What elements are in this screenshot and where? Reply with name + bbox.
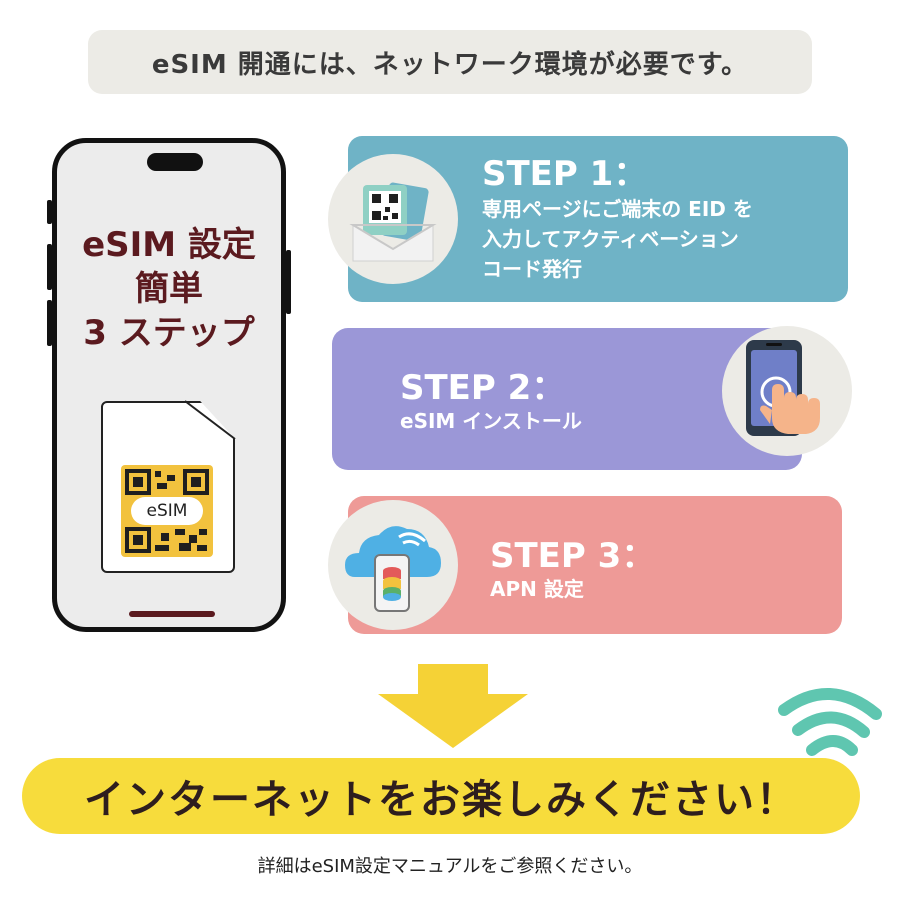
banner-text: eSIM 開通には、ネットワーク環境が必要です。: [151, 49, 749, 80]
footer-note: 詳細はeSIM設定マニュアルをご参照ください。: [257, 856, 643, 877]
phone-side-button: [47, 300, 52, 346]
cloud-phone-icon: [345, 526, 441, 612]
phone-notch: [147, 153, 203, 171]
cta-banner: インターネットをお楽しみください！: [22, 758, 860, 834]
sim-card-corner-icon: [185, 400, 236, 440]
step-2-icon-circle: [722, 326, 852, 456]
step-1-desc-line: 専用ページにご端末の EID を: [482, 197, 753, 221]
step-3-title: STEP 3：: [490, 536, 656, 576]
phone-side-button: [47, 200, 52, 224]
cta-text: インターネットをお楽しみください！: [84, 777, 798, 823]
wifi-icon: [778, 687, 882, 756]
phone-title-line: 簡単: [135, 269, 203, 309]
esim-label: eSIM: [131, 497, 203, 525]
esim-label-text: eSIM: [146, 501, 188, 521]
step-1-desc-line: 入力してアクティベーション: [482, 227, 739, 251]
phone-side-button: [47, 244, 52, 290]
step-3-description: APN 設定: [490, 574, 584, 604]
step-1-title: STEP 1：: [482, 154, 648, 194]
step-2-title: STEP 2：: [400, 368, 566, 408]
phone-side-button: [286, 250, 291, 314]
qr-envelope-icon: [349, 182, 437, 262]
top-banner: eSIM 開通には、ネットワーク環境が必要です。: [88, 30, 812, 94]
phone-title-line: eSIM 設定: [82, 225, 256, 265]
step-3-icon-circle: [328, 500, 458, 630]
phone-tap-icon: [746, 340, 820, 436]
phone-title: eSIM 設定 簡単 3 ステップ: [57, 223, 281, 355]
step-2-description: eSIM インストール: [400, 406, 582, 436]
step-1-desc-line: コード発行: [482, 257, 582, 281]
step-1-description: 専用ページにご端末の EID を 入力してアクティベーション コード発行: [482, 194, 753, 284]
step-1-icon-circle: [328, 154, 458, 284]
step-3-desc-line: APN 設定: [490, 577, 584, 601]
step-2-desc-line: eSIM インストール: [400, 409, 582, 433]
phone-title-line: 3 ステップ: [83, 313, 255, 353]
phone-illustration: eSIM 設定 簡単 3 ステップ eSIM: [52, 138, 286, 632]
phone-home-bar: [129, 611, 215, 617]
down-arrow-icon: [378, 664, 528, 748]
